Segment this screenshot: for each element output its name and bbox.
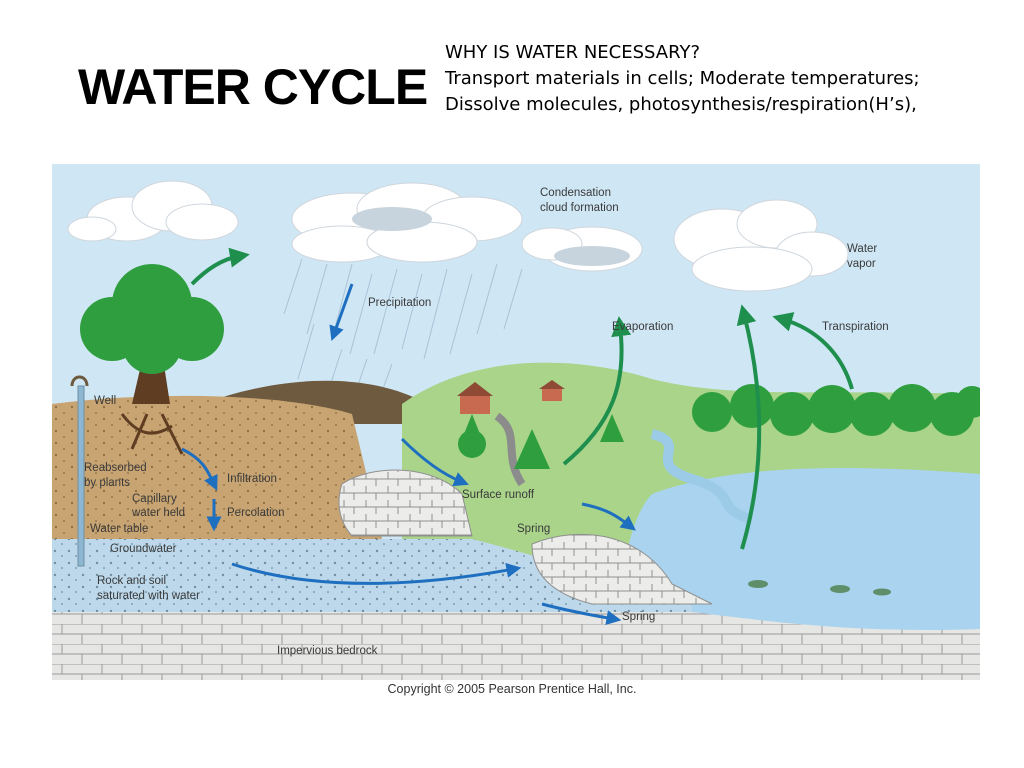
label-by-plants: by plants (84, 477, 130, 489)
label-condensation: Condensation (540, 187, 611, 199)
groundwater-layer (52, 539, 692, 619)
label-spring-lower: Spring (622, 611, 655, 623)
soil-layer (52, 395, 382, 539)
slide-title: WATER CYCLE (78, 59, 428, 115)
label-water-table: Water table (90, 523, 148, 535)
bedrock-layer (52, 612, 980, 680)
diagram-canvas: Condensation cloud formation Water vapor… (52, 164, 980, 680)
river (650, 429, 754, 524)
cloud-left (67, 180, 239, 242)
label-well: Well (94, 395, 116, 407)
label-saturated: saturated with water (97, 590, 200, 602)
notes-line-1: Transport materials in cells; Moderate t… (445, 68, 920, 89)
label-water: Water (847, 243, 877, 255)
label-capillary: Capillary (132, 493, 177, 505)
rock-outcrop-lower (531, 533, 713, 605)
cloud-right (673, 199, 849, 292)
label-surface-runoff: Surface runoff (462, 489, 535, 501)
label-spring-upper: Spring (517, 523, 550, 535)
label-water-held: water held (131, 507, 185, 519)
copyright-notice: Copyright © 2005 Pearson Prentice Hall, … (387, 682, 637, 696)
label-rock-and-soil: Rock and soil (97, 575, 166, 587)
label-reabsorbed: Reabsorbed (84, 462, 147, 474)
notes-question: WHY IS WATER NECESSARY? (445, 42, 701, 63)
label-cloud-formation: cloud formation (540, 202, 619, 214)
fish (748, 580, 891, 596)
vapor-arrows (190, 247, 854, 550)
label-precipitation: Precipitation (368, 297, 431, 309)
label-groundwater: Groundwater (110, 543, 177, 555)
road (494, 412, 526, 487)
forest-right (692, 384, 980, 436)
rock-outcrop-upper (338, 469, 473, 537)
pine-trees (458, 414, 624, 469)
tree (80, 264, 224, 455)
label-evaporation: Evaporation (612, 321, 673, 333)
label-infiltration: Infiltration (227, 473, 277, 485)
water-arrows (181, 283, 636, 626)
notes-block: WHY IS WATER NECESSARY? Transport materi… (445, 40, 1015, 118)
label-vapor: vapor (847, 258, 876, 270)
diagram-labels: Condensation cloud formation Water vapor… (84, 187, 889, 657)
water-cycle-diagram: Condensation cloud formation Water vapor… (52, 164, 980, 680)
rain-cloud-shade (352, 207, 630, 266)
lake (623, 468, 980, 634)
notes-line-2: Dissolve molecules, photosynthesis/respi… (445, 94, 917, 115)
label-percolation: Percolation (227, 507, 285, 519)
houses (457, 380, 565, 414)
well (70, 375, 89, 567)
label-transpiration: Transpiration (822, 321, 889, 333)
label-bedrock: Impervious bedrock (277, 645, 378, 657)
